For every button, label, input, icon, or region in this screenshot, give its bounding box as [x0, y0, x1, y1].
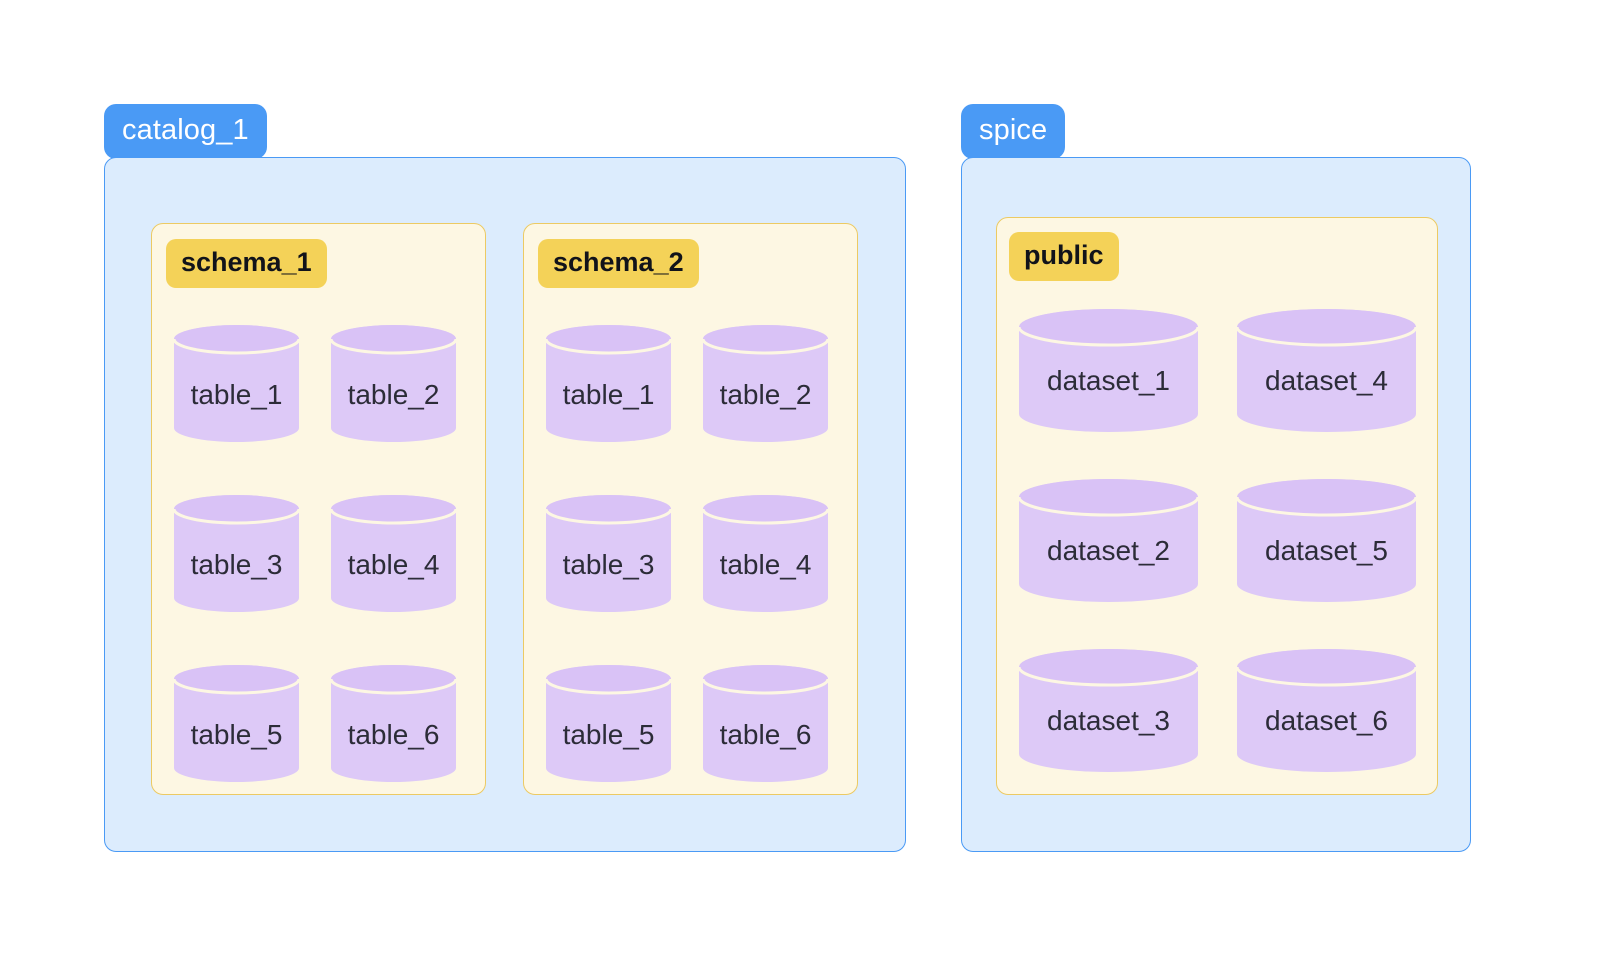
- table-cylinder[interactable]: table_1: [172, 325, 301, 442]
- dataset-cylinder[interactable]: dataset_6: [1235, 649, 1418, 772]
- schema-badge-public[interactable]: public: [1009, 232, 1119, 281]
- table-cylinder[interactable]: table_2: [701, 325, 830, 442]
- catalog-group-catalog_1: catalog_1 schema_1 table_1: [104, 104, 906, 852]
- dataset-cylinder[interactable]: dataset_3: [1017, 649, 1200, 772]
- catalog-badge-spice[interactable]: spice: [961, 104, 1066, 159]
- table-cylinder[interactable]: table_3: [172, 495, 301, 612]
- schema-badge-schema_2[interactable]: schema_2: [538, 239, 699, 288]
- dataset-cylinder[interactable]: dataset_4: [1235, 309, 1418, 432]
- table-cylinder[interactable]: table_4: [701, 495, 830, 612]
- table-cylinder[interactable]: table_5: [172, 665, 301, 782]
- catalog-group-spice: spice public dataset_1: [961, 104, 1471, 852]
- schema-box-schema_1: schema_1 table_1 table_2: [151, 223, 486, 795]
- catalog-panel-catalog_1: schema_1 table_1 table_2: [104, 157, 906, 852]
- table-cylinder[interactable]: table_6: [701, 665, 830, 782]
- catalog-badge-catalog_1[interactable]: catalog_1: [104, 104, 267, 159]
- table-cylinder[interactable]: table_1: [544, 325, 673, 442]
- schema-box-public: public dataset_1 dataset_4: [996, 217, 1438, 795]
- dataset-cylinder[interactable]: dataset_1: [1017, 309, 1200, 432]
- table-cylinder[interactable]: table_5: [544, 665, 673, 782]
- table-cylinder[interactable]: table_3: [544, 495, 673, 612]
- catalog-panel-spice: public dataset_1 dataset_4: [961, 157, 1471, 852]
- dataset-cylinder[interactable]: dataset_5: [1235, 479, 1418, 602]
- table-cylinder[interactable]: table_2: [329, 325, 458, 442]
- schema-badge-schema_1[interactable]: schema_1: [166, 239, 327, 288]
- table-cylinder[interactable]: table_4: [329, 495, 458, 612]
- dataset-cylinder[interactable]: dataset_2: [1017, 479, 1200, 602]
- schema-box-schema_2: schema_2 table_1 table_2: [523, 223, 858, 795]
- table-cylinder[interactable]: table_6: [329, 665, 458, 782]
